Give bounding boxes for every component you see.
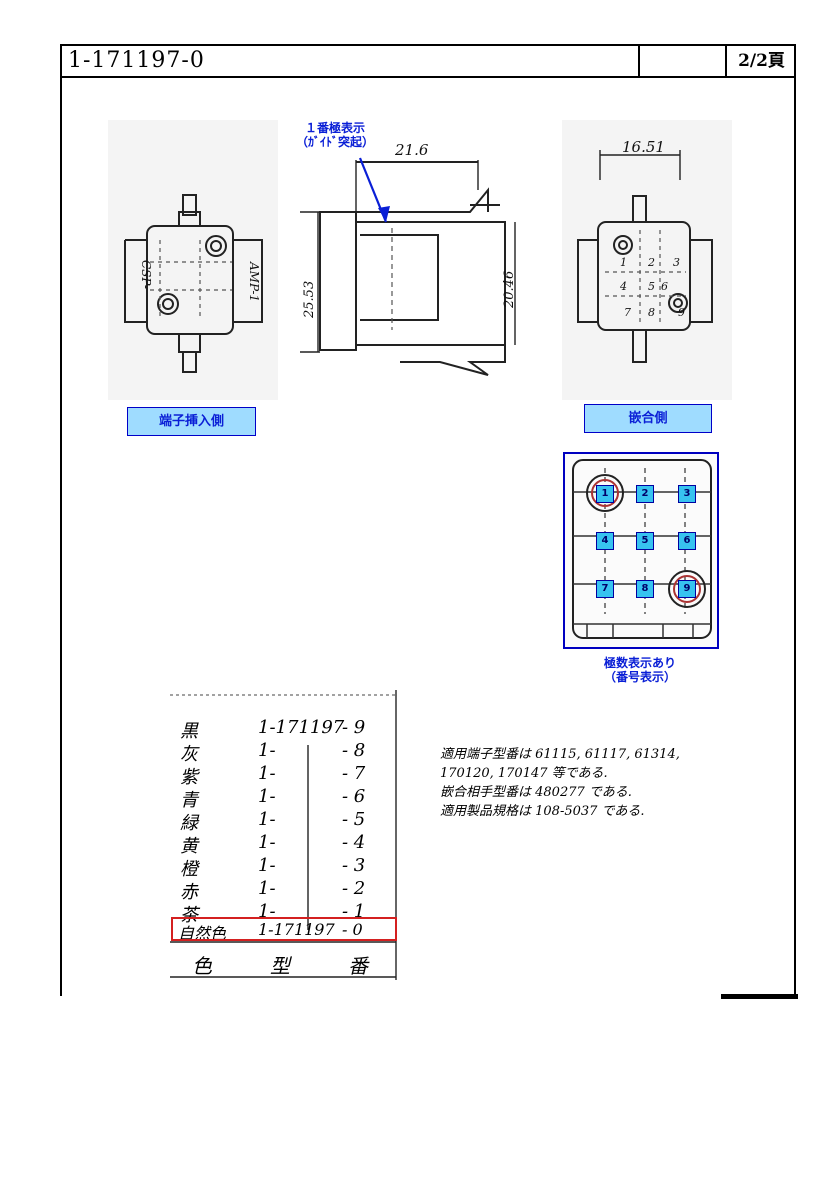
terminal-side-label: 端子挿入側 [127, 407, 256, 436]
face-digit: 3 [673, 256, 680, 269]
terminal-side-view: CSP- AMP-1 [108, 120, 278, 400]
row-suffix: - 8 [342, 740, 366, 761]
drawing-sheet: 1-171197-0 2/2頁 [60, 44, 796, 996]
pole-number-note: 極数表示あり （番号表示） [580, 656, 700, 684]
row-suffix: - 4 [342, 832, 366, 853]
row-color: 青 [180, 790, 198, 811]
row-color: 赤 [180, 882, 198, 903]
pin1-note-line2: （ｶﾞｲﾄﾞ突起） [295, 135, 374, 149]
row-part: 1-171197 [258, 920, 335, 939]
row-part: 1- [258, 901, 276, 922]
row-suffix: - 7 [342, 763, 366, 784]
face-digit: 9 [678, 306, 685, 319]
pin-marker: 3 [678, 485, 696, 503]
table-row: 緑 1- - 5 [170, 809, 400, 834]
face-digit: 4 [619, 280, 627, 293]
table-row: 橙 1- - 3 [170, 855, 400, 880]
pin-marker: 2 [636, 485, 654, 503]
row-color: 茶 [180, 905, 198, 926]
document-number: 1-171197-0 [68, 48, 205, 73]
header-color: 色 [192, 954, 212, 978]
pole-note-line2: （番号表示） [603, 670, 676, 684]
note-line: 170120, 170147 等である. [440, 766, 608, 781]
pin-marker: 9 [678, 580, 696, 598]
connector-drawing: CSP- AMP-1 21.6 25.53 20.46 16.51 1 [108, 120, 732, 400]
color-part-table: 黒 1-171197 - 9 灰 1- - 8 紫 1- - 7 青 1- - … [170, 690, 400, 980]
row-color: 紫 [180, 767, 198, 788]
header-number: 番 [348, 954, 368, 978]
row-suffix: - 6 [342, 786, 366, 807]
pin-number-view: 1 2 3 4 5 6 7 8 9 [563, 452, 719, 649]
row-color: 緑 [180, 813, 198, 834]
row-suffix: - 0 [342, 920, 363, 939]
table-row: 黒 1-171197 - 9 [170, 717, 400, 742]
dim-width-top: 21.6 [394, 141, 429, 159]
row-color: 灰 [180, 744, 198, 765]
face-digit: 5 [648, 280, 655, 293]
left-mark-b: AMP-1 [247, 261, 261, 302]
note-line: 嵌合相手型番は 480277 である. [440, 785, 632, 800]
highlight-box [171, 917, 397, 941]
pin-face-drawing [572, 459, 712, 639]
face-digit: 1 [620, 256, 627, 269]
row-suffix: - 5 [342, 809, 366, 830]
face-digit: 8 [648, 306, 655, 319]
pin-marker: 4 [596, 532, 614, 550]
row-color: 橙 [180, 859, 198, 880]
row-suffix: - 1 [342, 901, 366, 922]
table-row: 紫 1- - 7 [170, 763, 400, 788]
row-part: 1- [258, 763, 276, 784]
table-row: 赤 1- - 2 [170, 878, 400, 903]
table-row-natural: 自然色 1-171197 - 0 [170, 920, 400, 943]
side-view: 21.6 25.53 20.46 [300, 141, 517, 376]
row-suffix: - 2 [342, 878, 366, 899]
pole-note-line1: 極数表示あり [603, 656, 676, 670]
mating-side-label: 嵌合側 [584, 404, 712, 433]
row-suffix: - 3 [342, 855, 366, 876]
handwritten-notes: 適用端子型番は 61115, 61117, 61314, 170120, 170… [440, 745, 730, 821]
row-suffix: - 9 [342, 717, 366, 738]
face-digit: 6 [661, 280, 668, 293]
pin-marker: 7 [596, 580, 614, 598]
pin-marker: 5 [636, 532, 654, 550]
pin1-guide-note: １番極表示 （ｶﾞｲﾄﾞ突起） [290, 121, 380, 149]
row-part: 1- [258, 878, 276, 899]
dim-height-right: 20.46 [502, 271, 517, 309]
dim-side-width: 16.51 [622, 138, 665, 156]
mating-side-view: 16.51 1 2 3 4 5 6 7 8 9 [562, 120, 732, 400]
row-part: 1- [258, 786, 276, 807]
row-part: 1- [258, 740, 276, 761]
face-digit: 7 [624, 306, 631, 319]
pin-marker: 1 [596, 485, 614, 503]
pin-marker: 8 [636, 580, 654, 598]
row-part: 1- [258, 855, 276, 876]
row-part: 1- [258, 832, 276, 853]
row-part: 1- [258, 809, 276, 830]
table-row: 青 1- - 6 [170, 786, 400, 811]
note-line: 適用端子型番は 61115, 61117, 61314, [440, 747, 680, 762]
row-part: 1-171197 [258, 717, 345, 738]
pin1-note-line1: １番極表示 [304, 121, 365, 135]
left-mark-a: CSP- [139, 260, 153, 289]
table-row: 黄 1- - 4 [170, 832, 400, 857]
table-row: 茶 1- - 1 [170, 901, 400, 926]
row-color: 黒 [180, 721, 198, 742]
table-row: 灰 1- - 8 [170, 740, 400, 765]
dim-height-left: 25.53 [302, 281, 317, 319]
row-color: 自然色 [178, 924, 227, 943]
pin-marker: 6 [678, 532, 696, 550]
header-part: 型 [270, 954, 290, 978]
title-block: 1-171197-0 2/2頁 [62, 46, 794, 78]
footer-bar [721, 994, 798, 999]
table-header-row: 色 型 番 [170, 950, 400, 978]
page-indicator: 2/2頁 [725, 46, 796, 76]
row-color: 黄 [180, 836, 198, 857]
title-block-blank-cell [638, 46, 725, 76]
note-line: 適用製品規格は 108-5037 である. [440, 804, 645, 819]
face-digit: 2 [647, 256, 655, 269]
